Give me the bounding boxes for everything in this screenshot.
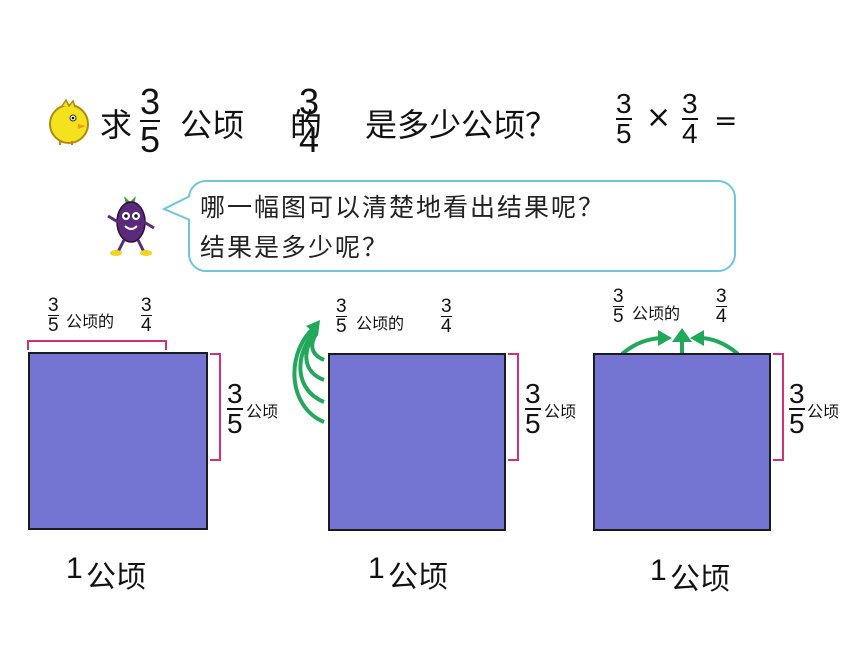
fig3-side-fraction: 3 5 xyxy=(789,378,805,439)
question-suffix: 是多少公顷？ xyxy=(365,106,558,144)
fig1-side-unit: 公顷 xyxy=(246,402,279,421)
fig1-square xyxy=(28,352,208,530)
fig2-bottom-number: 1 xyxy=(368,552,385,585)
fig3-bottom-number: 1 xyxy=(650,554,667,587)
question-middle: 的 xyxy=(290,106,323,144)
fig3-arrows xyxy=(620,328,740,356)
fig3-top-text: 公顷的 xyxy=(632,304,681,323)
speech-bubble-tail xyxy=(162,195,192,221)
question-unit: 公顷 xyxy=(180,106,245,144)
fig1-side-bracket xyxy=(210,353,221,461)
bubble-line-2: 结果是多少呢？ xyxy=(200,233,390,262)
fig1-side-fraction: 3 5 xyxy=(227,378,243,439)
fig2-side-unit: 公顷 xyxy=(544,402,577,421)
fig2-curved-arrows xyxy=(292,320,325,424)
fig1-bottom-number: 1 xyxy=(66,552,83,585)
question-fraction-2: 3 4 xyxy=(299,81,320,160)
fig1-top-text: 公顷的 xyxy=(66,312,115,331)
bubble-line-1: 哪一幅图可以清楚地看出结果呢？ xyxy=(200,193,606,222)
fig2-bottom-unit: 公顷 xyxy=(388,560,448,595)
fig1-top-fraction-1: 3 5 xyxy=(48,295,59,336)
fig3-bottom-unit: 公顷 xyxy=(670,562,730,597)
fig3-side-bracket xyxy=(773,353,784,461)
fig2-side-bracket xyxy=(508,353,519,461)
fig3-top-fraction-1: 3 5 xyxy=(613,286,624,327)
fig1-bottom-unit: 公顷 xyxy=(86,560,146,595)
question-fraction-1: 3 5 xyxy=(140,81,161,160)
fig2-side-fraction: 3 5 xyxy=(525,378,541,439)
fig1-top-bracket xyxy=(27,340,167,350)
fig2-top-fraction-1: 3 5 xyxy=(336,296,347,337)
equation-fraction-2: 3 4 xyxy=(682,88,698,149)
equation-fraction-1: 3 5 xyxy=(616,88,632,149)
equals-sign: = xyxy=(714,104,738,137)
fig3-side-unit: 公顷 xyxy=(807,402,840,421)
fig1-top-fraction-2: 3 4 xyxy=(141,295,152,336)
times-sign: × xyxy=(646,100,672,135)
speech-bubble xyxy=(188,180,736,272)
fig3-top-fraction-2: 3 4 xyxy=(716,286,727,327)
eggplant-character-icon xyxy=(107,196,155,256)
chick-icon xyxy=(49,98,89,145)
fig2-top-fraction-2: 3 4 xyxy=(441,296,452,337)
fig3-square xyxy=(593,353,771,531)
fig2-top-text: 公顷的 xyxy=(356,314,405,333)
fig2-square xyxy=(328,353,506,531)
question-prefix: 求 xyxy=(100,106,133,144)
